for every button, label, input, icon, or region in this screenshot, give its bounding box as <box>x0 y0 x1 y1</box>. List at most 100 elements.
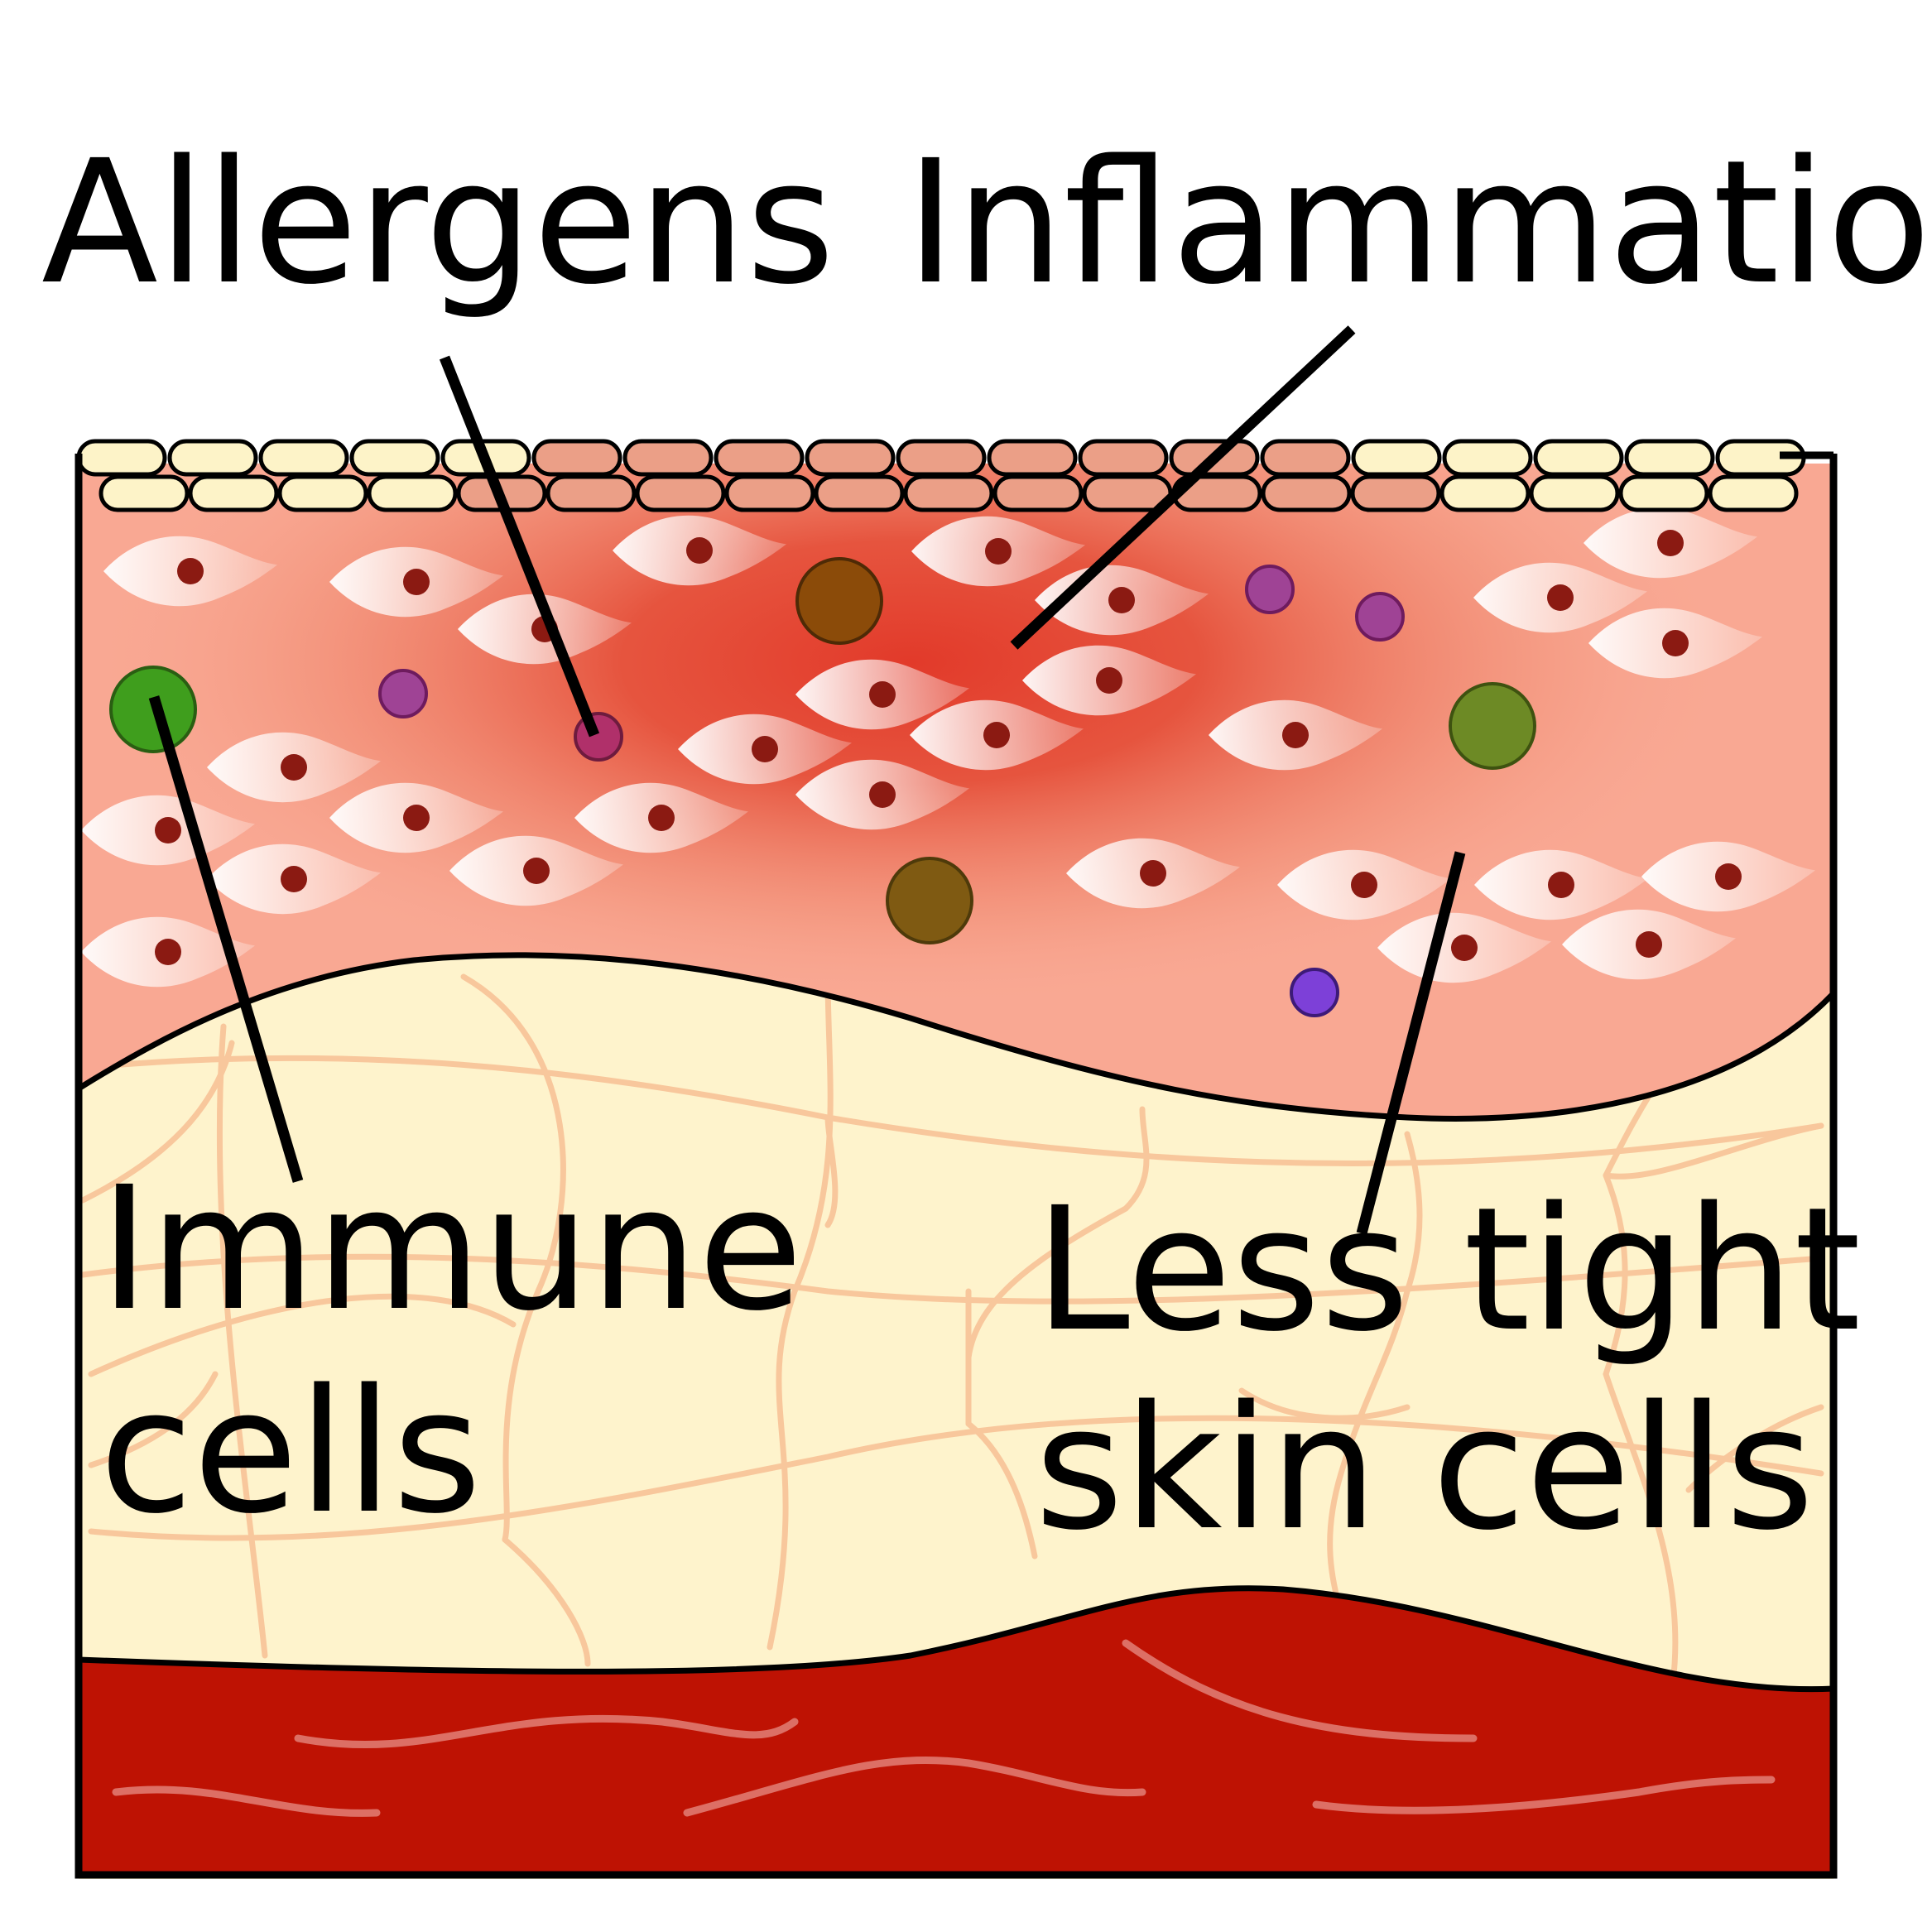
allergen-particle <box>378 669 428 718</box>
immune-cells-label-line2: cells <box>99 1353 482 1551</box>
skin-cell-nucleus <box>1096 667 1122 694</box>
surface-cell <box>635 474 726 512</box>
immune-cells-pointer <box>148 695 304 1183</box>
skin-cell-nucleus <box>752 736 778 762</box>
surface-cell <box>1350 474 1441 512</box>
skin-cell <box>1022 645 1196 716</box>
layer-outlines <box>77 952 1836 1693</box>
surface-cell <box>714 439 805 477</box>
skin-cell-nucleus <box>1108 587 1135 613</box>
skin-cell <box>207 843 381 915</box>
surface-cell <box>1624 439 1715 477</box>
leader-lines <box>148 325 1466 1235</box>
allergen-particle <box>1355 592 1405 642</box>
particles <box>109 557 1536 1017</box>
skin-cell <box>795 659 969 730</box>
surface-cell <box>896 439 987 477</box>
skin-cell-nucleus <box>1636 931 1662 958</box>
skin-cell <box>81 916 255 988</box>
surface-cell <box>1442 439 1533 477</box>
skin-cell <box>1584 507 1757 579</box>
skin-cell <box>1473 562 1647 633</box>
less-tight-pointer <box>1356 851 1466 1235</box>
skin-cell <box>1377 912 1551 983</box>
immune-cells-label-line1: Immune <box>99 1150 803 1348</box>
skin-cell-nucleus <box>1715 863 1742 890</box>
skin-cell-nucleus <box>1548 872 1574 898</box>
skin-cell <box>795 759 969 830</box>
surface-cell <box>622 439 714 477</box>
skin-cell-nucleus <box>1451 935 1478 961</box>
surface-cell <box>349 439 440 477</box>
skin-cell <box>1641 841 1815 912</box>
skin-cell-nucleus <box>983 722 1010 748</box>
immune-cell <box>1449 682 1536 770</box>
skin-cell <box>207 732 381 803</box>
blood-streaks <box>112 1639 1776 1817</box>
surface-cell <box>99 474 190 512</box>
skin-cell <box>449 835 623 906</box>
skin-cell-nucleus <box>686 537 713 564</box>
skin-cell-nucleus <box>1547 584 1574 611</box>
blood-layer <box>79 1588 1833 1875</box>
skin-cell-nucleus <box>1282 722 1309 748</box>
skin-cell <box>1277 849 1451 920</box>
skin-cell <box>613 515 786 586</box>
allergen-particle <box>574 712 623 762</box>
skin-cell <box>329 546 503 618</box>
skin-cell-nucleus <box>648 805 675 831</box>
surface-cell <box>992 474 1084 512</box>
surface-cell <box>1529 474 1620 512</box>
less-tight-label-line1: Less tight <box>1035 1170 1861 1369</box>
allergen-particle <box>1290 968 1339 1017</box>
surface-cell <box>76 439 167 477</box>
surface-cell <box>277 474 368 512</box>
skin-cell <box>81 795 255 866</box>
skin-cell-nucleus <box>1662 630 1689 656</box>
surface-cell <box>1533 439 1624 477</box>
surface-cell <box>1618 474 1709 512</box>
skin-cells <box>81 507 1815 988</box>
skin-cell-nucleus <box>403 569 430 595</box>
skin-cell-nucleus <box>869 681 896 708</box>
skin-cell <box>678 714 852 785</box>
surface-cell <box>987 439 1078 477</box>
surface-cell <box>1351 439 1442 477</box>
inflammation-label: Inflammation <box>906 123 1932 322</box>
immune-cell <box>886 857 973 944</box>
surface-cell <box>258 439 349 477</box>
skin-cell-nucleus <box>985 538 1012 565</box>
allergens-pointer <box>439 355 600 738</box>
skin-cell-nucleus <box>1351 872 1377 898</box>
skin-cell-nucleus <box>177 558 204 584</box>
skin-cell-nucleus <box>403 805 430 831</box>
diagram-frame <box>74 454 1838 1879</box>
surface-cell <box>1260 439 1351 477</box>
surface-cell <box>805 439 896 477</box>
allergen-particle <box>1245 565 1295 614</box>
surface-cell <box>545 474 637 512</box>
skin-cell-nucleus <box>155 817 181 843</box>
skin-cell <box>574 782 748 853</box>
skin-cell-nucleus <box>1140 860 1166 887</box>
surface-cell <box>188 474 279 512</box>
inflammation-pointer <box>1010 325 1356 650</box>
skin-cell-nucleus <box>281 754 307 781</box>
skin-cell <box>1474 849 1648 920</box>
surface-cell <box>367 474 458 512</box>
surface-cell <box>814 474 905 512</box>
allergens-label: Allergens <box>41 123 835 322</box>
skin-cell-nucleus <box>523 858 550 884</box>
skin-cell <box>103 536 277 607</box>
surface-cell <box>531 439 622 477</box>
skin-cell <box>1562 909 1736 980</box>
immune-cell <box>795 557 883 645</box>
skin-cell-nucleus <box>281 866 307 892</box>
surface-cell <box>1261 474 1352 512</box>
skin-cell <box>910 699 1084 771</box>
surface-cell <box>1439 474 1531 512</box>
surface-cell <box>167 439 258 477</box>
skin-cell-nucleus <box>869 781 896 808</box>
